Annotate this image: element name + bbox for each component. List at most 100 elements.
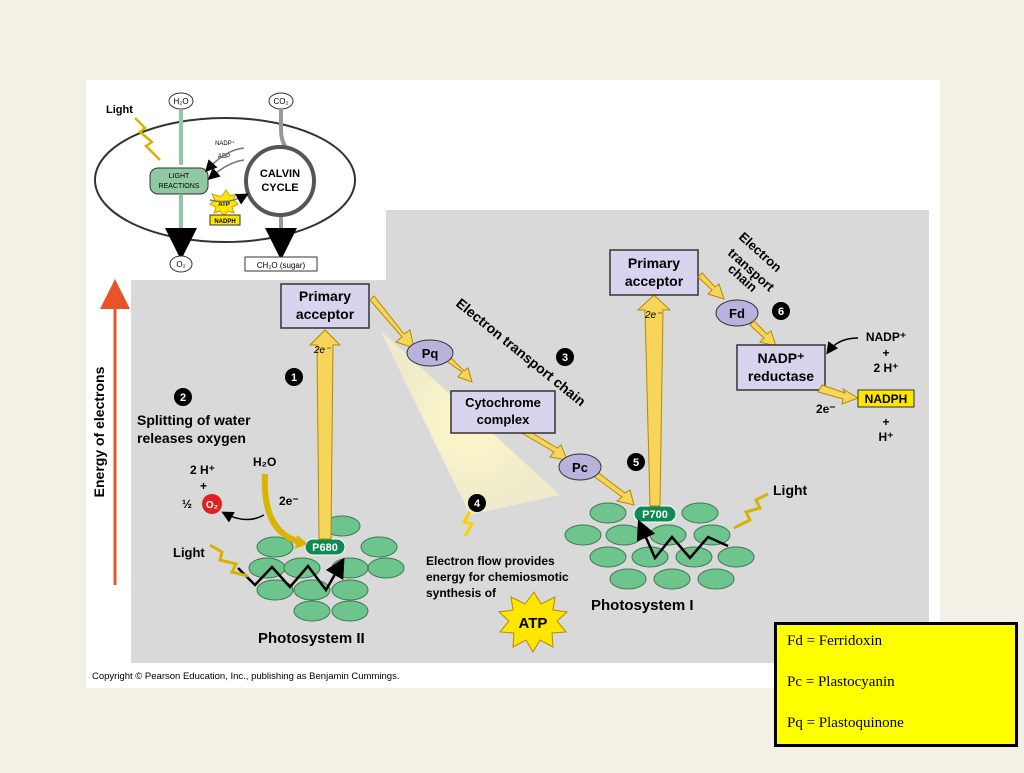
inset-background xyxy=(86,80,386,280)
ps2-o2-label: O₂ xyxy=(206,500,218,511)
ps2-h2o-label: H₂O xyxy=(253,455,276,469)
etc-arrow-acceptor-pq xyxy=(369,295,415,349)
nadp-reductase xyxy=(736,344,826,391)
ps2-antenna-pigment xyxy=(331,579,369,601)
step-3-marker xyxy=(556,348,574,366)
ps1-antenna-pigment xyxy=(675,546,713,568)
ps2-antenna-pigment xyxy=(331,600,369,622)
ps1-primary-acceptor xyxy=(609,249,699,296)
nadp-input-arrow xyxy=(826,337,859,355)
h-plus-label: H⁺ xyxy=(879,430,894,444)
ps1-antenna-pigment xyxy=(653,568,691,590)
reductase-output-arrow xyxy=(817,384,860,405)
ps2-antenna-pigment xyxy=(256,579,294,601)
nadph-label: NADPH xyxy=(865,392,908,406)
nadph-box xyxy=(857,389,915,408)
cytochrome-complex xyxy=(450,390,556,434)
photosystem-ii-title: Photosystem II xyxy=(258,630,365,647)
legend-item-pc: Pc = Plastocyanin xyxy=(787,674,895,690)
inset-light-reactions-box xyxy=(149,167,209,195)
ps1-light-label: Light xyxy=(773,482,808,498)
ps2-light-label: Light xyxy=(173,545,205,560)
nadp-plus-label: NADP⁺ xyxy=(866,330,906,344)
inset-atp-label: ATP xyxy=(218,202,230,208)
ps1-antenna-pigment xyxy=(717,546,755,568)
step-2-text-1: Splitting of water xyxy=(137,412,251,428)
inset-calvin-label-2: CYCLE xyxy=(261,182,298,194)
photosystem-i-title: Photosystem I xyxy=(591,597,694,614)
pc-label: Pc xyxy=(572,460,588,475)
ps2-antenna-pigment xyxy=(367,557,405,579)
ps1-2e-label: 2e⁻ xyxy=(644,310,662,321)
step-6-number: 6 xyxy=(778,306,784,318)
copyright-notice: Copyright © Pearson Education, Inc., pub… xyxy=(92,671,399,682)
photosystem-ii: P680 Light Photosystem II xyxy=(173,515,405,647)
step-1-marker xyxy=(285,368,303,386)
etc-arrow-fd-reductase xyxy=(749,320,777,347)
ps2-2e-label: 2e⁻ xyxy=(313,345,331,356)
abbreviation-legend: Fd = Ferridoxin Pc = Plastocyanin Pq = P… xyxy=(774,622,1018,747)
chloroplast-outline xyxy=(94,117,356,243)
etc-arrow-pc-p700 xyxy=(591,470,635,506)
cytochrome-label-2: complex xyxy=(477,412,531,427)
step-2-number: 2 xyxy=(180,392,186,404)
inset-calvin-cycle xyxy=(244,145,316,217)
water-electron-arrow xyxy=(261,473,301,545)
step-6-marker xyxy=(772,302,790,320)
inset-light-icon xyxy=(134,117,161,161)
step-4-text-1: Electron flow provides xyxy=(426,554,555,568)
inset-atp-arrow xyxy=(209,193,249,205)
inset-light-reactions-label-2: REACTIONS xyxy=(159,183,200,190)
fd-label: Fd xyxy=(729,306,745,321)
pq-label: Pq xyxy=(422,346,439,361)
chloroplast-inset: Light H₂O CO₂ LIGHT REACTIONS CALVIN CYC… xyxy=(94,92,356,273)
p700-label: P700 xyxy=(642,509,668,521)
inset-nadp-label: NADP⁺ xyxy=(215,140,235,147)
ps2-primary-acceptor xyxy=(280,283,370,329)
step-4-text-2: energy for chemiosmotic xyxy=(426,570,569,584)
ps1-antenna-pigment xyxy=(605,524,643,546)
ps2-antenna-pigment xyxy=(360,536,398,558)
inset-co2-bubble xyxy=(268,92,294,110)
ps1-primary-acceptor-label-2: acceptor xyxy=(625,273,684,289)
inset-sugar-label: CH₂O (sugar) xyxy=(257,261,306,270)
ps2-2e-water-label: 2e⁻ xyxy=(279,494,299,508)
ps1-energy-transfer-zigzag xyxy=(636,519,729,561)
legend-item-pq: Pq = Plastoquinone xyxy=(787,715,904,731)
ps2-2h-label: 2 H⁺ xyxy=(190,463,215,477)
ps1-antenna-pigment xyxy=(589,502,627,524)
legend-item-fd: Fd = Ferridoxin xyxy=(787,633,883,649)
ps1-antenna-pigment xyxy=(697,568,735,590)
inset-h2o-label: H₂O xyxy=(173,97,188,106)
step-2-text-2: releases oxygen xyxy=(137,430,246,446)
ps2-antenna-pigment xyxy=(256,536,294,558)
reductase-2e-label: 2e⁻ xyxy=(816,402,836,416)
nadp-reductase-label-2: reductase xyxy=(748,368,814,384)
ps1-antenna-pigment xyxy=(693,524,731,546)
inset-light-label: Light xyxy=(106,104,133,116)
atp-label: ATP xyxy=(519,615,548,632)
nadph-plus-sign: + xyxy=(882,415,889,429)
ps2-antenna-pigment xyxy=(283,557,321,579)
inset-co2-label: CO₂ xyxy=(273,97,288,106)
step-2-marker xyxy=(174,388,192,406)
ps1-light-icon xyxy=(733,492,769,530)
oxygen-release-arrow xyxy=(221,511,265,523)
etc-arrow-acceptor-fd xyxy=(697,272,725,300)
inset-nadph-label: NADPH xyxy=(214,219,235,225)
ps2-primary-acceptor-label-1: Primary xyxy=(299,288,351,304)
ps2-plus-label: + xyxy=(200,479,207,493)
inset-o2-bubble xyxy=(169,255,193,273)
atp-burst xyxy=(497,591,569,653)
step-1-number: 1 xyxy=(291,372,297,384)
photosystem-i: P700 Light Photosystem I xyxy=(564,482,808,614)
p680-label: P680 xyxy=(312,542,338,554)
inset-h2o-bubble xyxy=(168,92,194,110)
step-4-number: 4 xyxy=(474,498,481,510)
pc-carrier xyxy=(558,453,602,481)
energy-axis-label: Energy of electrons xyxy=(91,366,107,497)
o2-molecule xyxy=(202,494,222,514)
ps2-antenna-pigment xyxy=(293,600,331,622)
